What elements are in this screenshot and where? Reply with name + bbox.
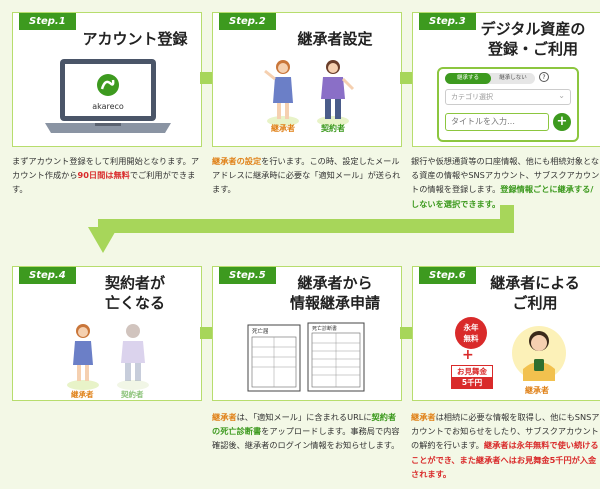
desc-highlight: しないを選択できます。 xyxy=(411,198,501,209)
step6-card: Step.6 継承者による ご利用 永年 無料 + お見舞金 5千円 継承者 xyxy=(412,266,600,401)
inherit-toggle[interactable]: 継承する 継承しない xyxy=(445,73,535,84)
form-panel: 継承する 継承しない ? カテゴリ選択 ⌄ タイトルを入力… + xyxy=(437,67,579,142)
desc-text: をアップロードします。事務局で内容 xyxy=(261,426,400,437)
step6-title-line1: 継承者による xyxy=(490,274,580,292)
step5-title-line1: 継承者から xyxy=(297,274,373,292)
toggle-off[interactable]: 継承しない xyxy=(499,75,527,81)
desc-text: の情報を登録します。 xyxy=(419,184,501,195)
desc-highlight: 継承者 xyxy=(411,412,436,422)
people-illustration-icon xyxy=(264,60,355,126)
step2-badge: Step.2 xyxy=(219,13,276,30)
desc-highlight: 契約者 xyxy=(371,412,397,422)
step6-title: 継承者による ご利用 xyxy=(473,273,597,313)
desc-text: を行います。この時、設定したメール xyxy=(261,156,400,166)
step3-title-line1: デジタル資産の xyxy=(480,20,586,38)
desc-text: 銀行や仮想通貨等の口座情報、他にも相続対象とな xyxy=(411,156,600,166)
badge-line: 永年 xyxy=(463,323,479,332)
heir-label: 継承者 xyxy=(525,386,549,395)
title-input[interactable]: タイトルを入力… xyxy=(445,113,549,131)
plus-sign: + xyxy=(462,347,474,363)
step5-card: Step.5 継承者から 情報継承申請 死亡届 死亡診断書 xyxy=(212,266,402,401)
toggle-on[interactable]: 継承する xyxy=(445,73,491,84)
badge-line: 無料 xyxy=(463,334,479,343)
step4-title-line2: 亡くなる xyxy=(104,294,165,312)
step2-description: 継承者の設定を行います。この時、設定したメールアドレスに継承時に必要な「適知メー… xyxy=(212,154,404,197)
step5-title: 継承者から 情報継承申請 xyxy=(273,273,397,313)
desc-highlight: されます。 xyxy=(411,468,452,479)
step2-title: 継承者設定 xyxy=(297,30,373,48)
step1-title: アカウント登録 xyxy=(82,30,188,48)
desc-text: の解約を行います。 xyxy=(411,440,484,451)
contractor-label: 契約者 xyxy=(321,124,345,133)
desc-highlight: 継承者は永年無料で使い続ける xyxy=(483,440,599,451)
desc-highlight: 90日間は無料 xyxy=(77,170,130,181)
desc-text: カウント作成から xyxy=(12,170,78,181)
help-icon[interactable]: ? xyxy=(539,72,549,82)
step3-title: デジタル資産の 登録・ご利用 xyxy=(469,19,597,59)
add-button[interactable]: + xyxy=(553,113,571,131)
title-placeholder: タイトルを入力… xyxy=(451,117,515,126)
desc-text: カウントでお知らせをしたり、サブスクアカウント xyxy=(411,426,599,437)
step5-description: 継承者は、「適知メール」に含まれるURLに契約者の死亡診断書をアップロードします… xyxy=(212,410,404,453)
desc-highlight: 継承者の設定 xyxy=(212,156,262,166)
step3-badge: Step.3 xyxy=(419,13,476,30)
desc-text: す。 xyxy=(12,184,28,195)
desc-highlight: 登録情報ごとに継承する/ xyxy=(500,184,594,195)
heir-label: 継承者 xyxy=(271,124,295,133)
laptop-icon: akareco xyxy=(45,59,171,133)
step4-badge: Step.4 xyxy=(19,267,76,284)
connector-arrow-icon xyxy=(88,205,514,253)
step5-badge: Step.5 xyxy=(219,267,276,284)
category-select[interactable]: カテゴリ選択 ⌄ xyxy=(445,89,571,105)
step1-badge: Step.1 xyxy=(19,13,76,30)
desc-highlight: ことができ、また継承者へはお見舞金5千円が入金 xyxy=(411,454,597,465)
desc-highlight: の死亡診断書 xyxy=(212,426,262,437)
step4-card: Step.4 契約者が 亡くなる 継承者 契約者 xyxy=(12,266,202,401)
step4-title-line1: 契約者が xyxy=(104,274,165,292)
doc1-title: 死亡届 xyxy=(252,329,269,335)
step6-description: 継承者は相続に必要な情報を取得し、他にもSNSアカウントでお知らせをしたり、サブ… xyxy=(411,410,600,481)
woman-with-phone-icon xyxy=(512,326,566,381)
desc-text: ます。 xyxy=(212,184,236,195)
heir-label: 継承者 xyxy=(71,390,94,399)
gift-line: お見舞金 xyxy=(452,366,492,377)
contractor-label: 契約者 xyxy=(121,390,144,399)
step3-description: 銀行や仮想通貨等の口座情報、他にも相続対象となる資産の情報やSNSアカウント、サ… xyxy=(411,154,600,211)
doc2-title: 死亡診断書 xyxy=(312,326,338,332)
category-placeholder: カテゴリ選択 xyxy=(451,93,493,101)
step1-card: Step.1 アカウント登録 akareco xyxy=(12,12,202,147)
desc-text: は相続に必要な情報を取得し、他にもSNSア xyxy=(435,412,600,422)
akareco-logo-text: akareco xyxy=(92,102,124,111)
desc-text: は、「適知メール」に含まれるURLに xyxy=(236,412,372,422)
gift-money-badge: お見舞金 5千円 xyxy=(451,365,493,389)
step3-card: Step.3 デジタル資産の 登録・ご利用 継承する 継承しない ? カテゴリ選… xyxy=(412,12,600,147)
step3-title-line2: 登録・ご利用 xyxy=(487,40,578,58)
desc-text: まずアカウント登録をして利用開始となります。ア xyxy=(12,156,200,166)
step5-title-line2: 情報継承申請 xyxy=(289,294,380,312)
free-forever-badge: 永年 無料 xyxy=(455,317,487,349)
desc-highlight: 継承者 xyxy=(212,412,237,422)
desc-text: る資産の情報やSNSアカウント、サブスクアカウント xyxy=(411,170,600,195)
step6-title-line2: ご利用 xyxy=(512,294,558,312)
people-illustration-icon xyxy=(67,324,149,390)
chevron-down-icon: ⌄ xyxy=(558,91,565,100)
gift-line: 5千円 xyxy=(452,377,492,388)
desc-text: でご利用ができま xyxy=(129,170,196,181)
documents-illustration-icon xyxy=(247,322,365,392)
step6-badge: Step.6 xyxy=(419,267,476,284)
step4-title: 契約者が 亡くなる xyxy=(73,273,197,313)
desc-text: アドレスに継承時に必要な「適知メール」が送られ xyxy=(212,170,401,181)
step2-card: Step.2 継承者設定 継承者 契約者 xyxy=(212,12,402,147)
step1-description: まずアカウント登録をして利用開始となります。アカウント作成から90日間は無料でご… xyxy=(12,154,204,197)
desc-text: 確認後、継承者のログイン情報をお知らせします。 xyxy=(212,440,400,451)
